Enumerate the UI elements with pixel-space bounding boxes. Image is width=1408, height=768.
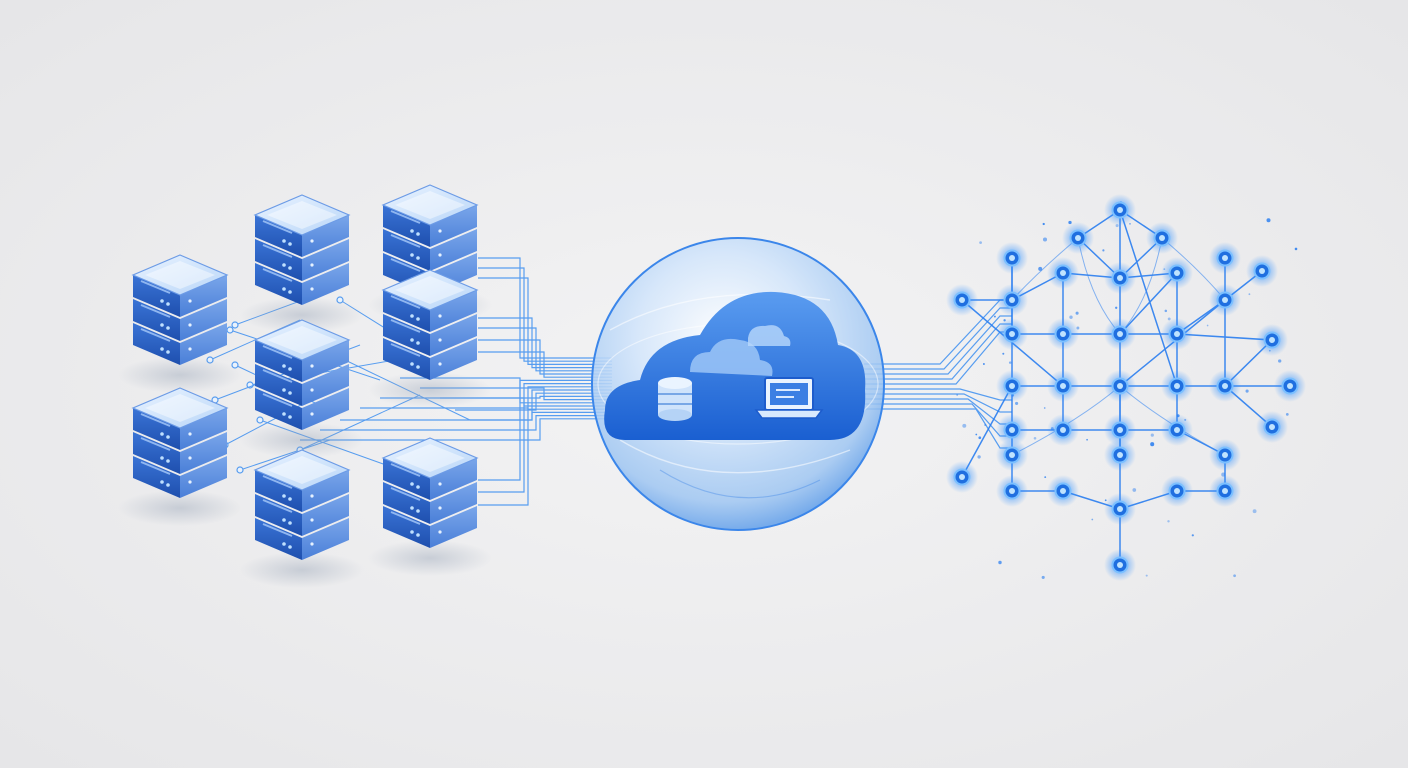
network-node-icon [1209, 475, 1241, 507]
network-node-icon [996, 370, 1028, 402]
network-node-icon [1209, 439, 1241, 471]
network-node-icon [1104, 439, 1136, 471]
network-node-icon [1209, 284, 1241, 316]
network-node-icon [996, 414, 1028, 446]
laptop-icon [754, 377, 824, 419]
network-node-icon [1104, 194, 1136, 226]
network-node-icon [1062, 222, 1094, 254]
network-node-icon [1161, 257, 1193, 289]
network-node-icon [996, 439, 1028, 471]
network-node-icon [1047, 475, 1079, 507]
network-node-icon [996, 318, 1028, 350]
server-rack-icon [118, 254, 242, 393]
network-node-icon [1256, 324, 1288, 356]
cloud-sphere [591, 237, 885, 531]
network-node-icon [1104, 370, 1136, 402]
server-rack-icon [240, 194, 364, 333]
network-node-icon [1209, 242, 1241, 274]
server-rack-icon [368, 437, 492, 576]
network-node-icon [996, 284, 1028, 316]
network-node-icon [996, 242, 1028, 274]
network-node-icon [1104, 318, 1136, 350]
network-node-icon [1104, 414, 1136, 446]
network-node-icon [946, 461, 978, 493]
network-node-icon [1256, 411, 1288, 443]
network-node-icon [1047, 257, 1079, 289]
server-rack-cluster [118, 184, 492, 588]
network-node-icon [1161, 370, 1193, 402]
server-rack-icon [118, 387, 242, 526]
network-node-icon [1047, 414, 1079, 446]
network-node-icon [1047, 370, 1079, 402]
network-node-icon [1246, 255, 1278, 287]
network-node-icon [1161, 414, 1193, 446]
network-node-icon [1104, 493, 1136, 525]
network-node-icon [1104, 549, 1136, 581]
network-node-icon [1274, 370, 1306, 402]
server-rack-icon [240, 449, 364, 588]
network-node-icon [1104, 262, 1136, 294]
network-node-icon [1047, 318, 1079, 350]
network-node-icon [946, 284, 978, 316]
network-node-icon [1209, 370, 1241, 402]
database-icon [658, 377, 692, 421]
network-node-icon [996, 475, 1028, 507]
left-connector-lines [206, 257, 612, 506]
network-node-icon [1146, 222, 1178, 254]
network-particles [956, 201, 1298, 579]
server-rack-icon [240, 319, 364, 458]
network-node-icon [1161, 318, 1193, 350]
neural-network-graph [946, 194, 1306, 581]
server-rack-icon [368, 269, 492, 408]
network-node-icon [1161, 475, 1193, 507]
